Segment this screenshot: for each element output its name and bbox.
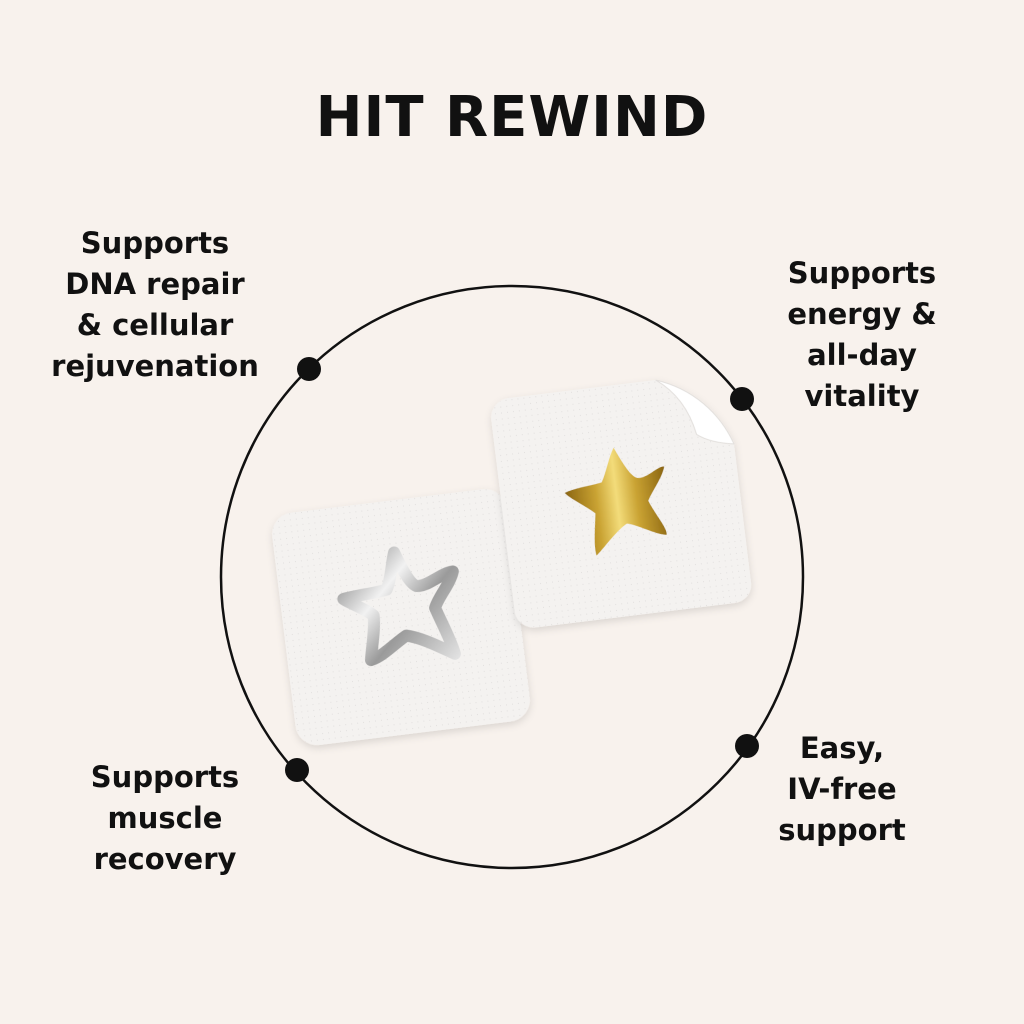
feature-iv-free: Easy, IV-free support — [752, 728, 932, 851]
feature-energy: Supports energy & all-day vitality — [752, 253, 972, 417]
feature-line: Supports — [80, 226, 230, 260]
feature-ring — [219, 284, 805, 870]
peeled-corner — [655, 379, 735, 445]
gold-star-icon — [564, 447, 667, 556]
feature-line: all-day — [807, 338, 917, 372]
feature-line: energy & — [787, 297, 937, 331]
feature-line: Supports — [787, 256, 937, 290]
silver-star-patch-icon — [272, 489, 530, 746]
feature-dna-repair: Supports DNA repair & cellular rejuvenat… — [30, 223, 280, 387]
feature-line: muscle — [107, 801, 223, 835]
gold-star-patch-icon — [491, 379, 752, 628]
feature-line: vitality — [804, 379, 920, 413]
feature-line: support — [778, 813, 906, 847]
feature-line: DNA repair — [65, 267, 245, 301]
feature-line: & cellular — [76, 308, 234, 342]
dot-iv — [735, 734, 759, 758]
dot-muscle — [285, 758, 309, 782]
page-title: HIT REWIND — [315, 85, 709, 150]
feature-muscle-recovery: Supports muscle recovery — [60, 757, 270, 880]
feature-line: rejuvenation — [51, 349, 259, 383]
dot-energy — [730, 387, 754, 411]
feature-line: IV-free — [787, 772, 897, 806]
feature-line: recovery — [93, 842, 237, 876]
feature-line: Supports — [90, 760, 240, 794]
dot-dna — [297, 357, 321, 381]
feature-line: Easy, — [799, 731, 885, 765]
silver-star-icon — [337, 546, 461, 667]
